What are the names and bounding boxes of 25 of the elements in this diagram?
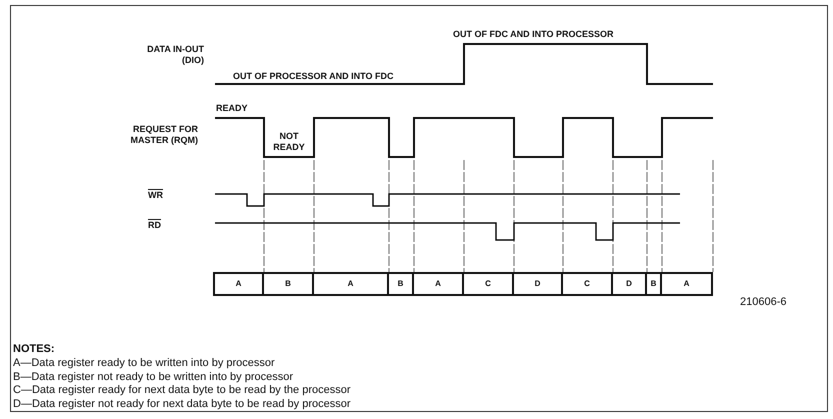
state-cell: C bbox=[464, 272, 514, 296]
note-text: C—Data register ready for next data byte to be read by the processor bbox=[13, 384, 351, 397]
state-cell: B bbox=[264, 272, 314, 296]
state-cell: A bbox=[213, 272, 264, 296]
signal-name: WR bbox=[148, 190, 163, 201]
state-cell: A bbox=[314, 272, 389, 296]
notes-heading: NOTES: bbox=[13, 343, 55, 356]
signal-state-label: OUT OF PROCESSOR AND INTO FDC bbox=[233, 71, 394, 82]
signal-name: RD bbox=[148, 220, 161, 231]
note-text: B—Data register not ready to be written into by processor bbox=[13, 370, 294, 384]
signal-name: REQUEST FOR MASTER (RQM) bbox=[130, 124, 198, 146]
state-cell: C bbox=[563, 272, 613, 296]
signal-name: DATA IN-OUT (DIO) bbox=[146, 44, 204, 66]
state-cell: B bbox=[389, 272, 414, 296]
state-cell: A bbox=[414, 272, 464, 296]
signal-state-label: READY bbox=[216, 103, 248, 114]
signal-state-label: OUT OF FDC AND INTO PROCESSOR bbox=[453, 29, 614, 40]
state-cell: A bbox=[662, 272, 713, 296]
state-cell: D bbox=[514, 272, 563, 296]
state-cell: D bbox=[613, 272, 647, 296]
signal-state-label: NOT READY bbox=[272, 131, 306, 153]
figure-number: 210606-6 bbox=[740, 297, 786, 308]
note-text: D—Data register not ready for next data byte to be read by processor bbox=[13, 398, 351, 410]
state-cell: B bbox=[647, 272, 662, 296]
note-text: A—Data register ready to be written into by processor bbox=[13, 357, 275, 370]
